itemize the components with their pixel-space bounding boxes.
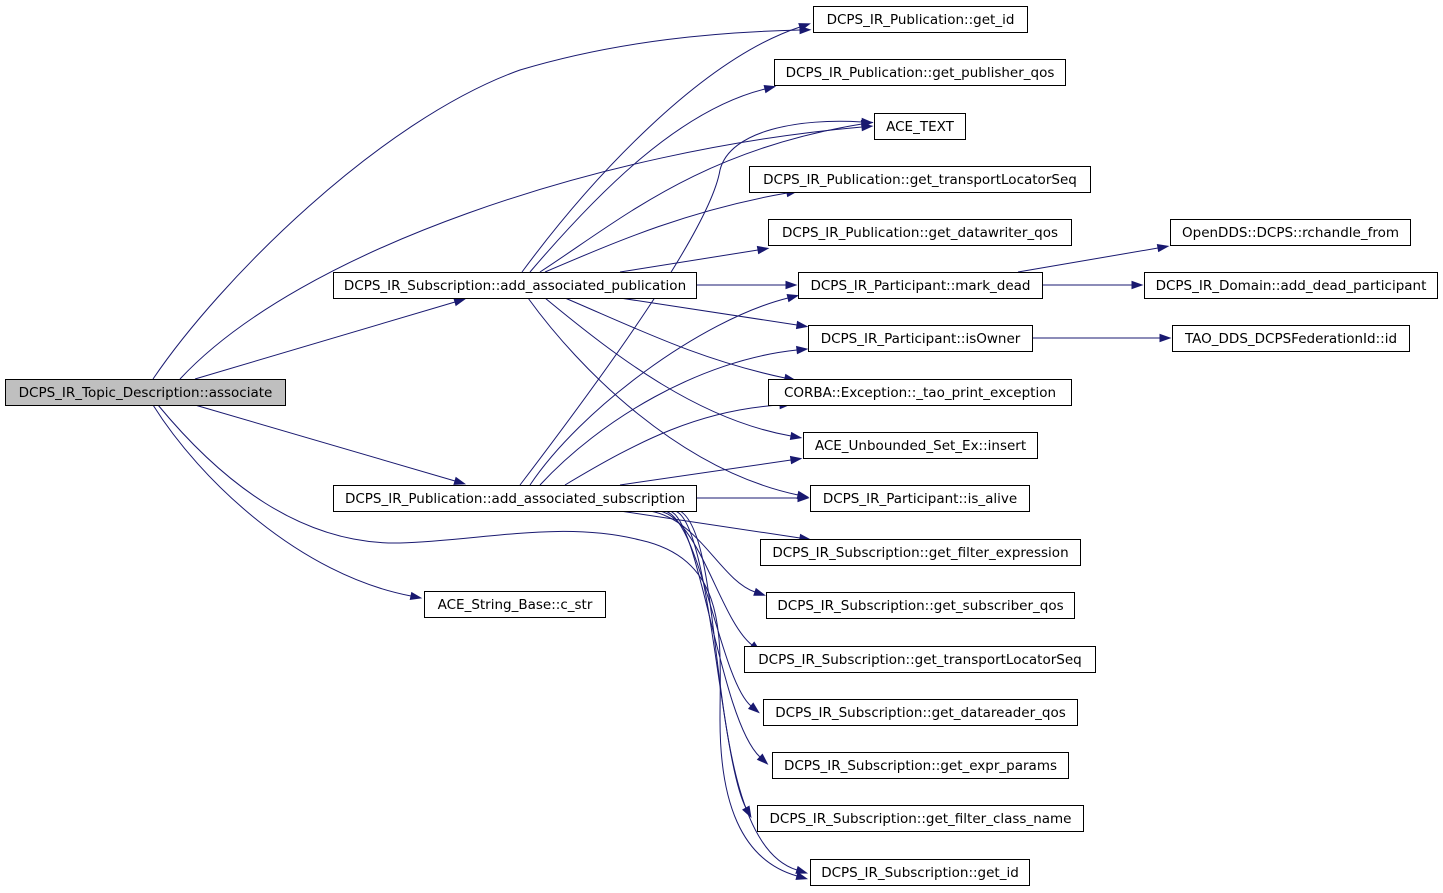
edge-pub_add-to-sub_expr bbox=[669, 510, 769, 765]
node-label: DCPS_IR_Participant::mark_dead bbox=[810, 278, 1030, 294]
edge-sub_add-to-part_owner bbox=[619, 297, 809, 330]
edge-root-to-pub_get_id bbox=[152, 25, 812, 380]
node-rchandle[interactable]: OpenDDS::DCPS::rchandle_from bbox=[1170, 219, 1411, 246]
node-pub_dwqos[interactable]: DCPS_IR_Publication::get_datawriter_qos bbox=[768, 219, 1072, 246]
edge-root-to-ace_text bbox=[179, 122, 874, 380]
node-label: DCPS_IR_Publication::get_datawriter_qos bbox=[782, 225, 1058, 241]
node-pub_add[interactable]: DCPS_IR_Publication::add_associated_subs… bbox=[333, 485, 697, 512]
edge-part_mark-to-dom_add bbox=[1042, 280, 1144, 290]
node-pub_get_id[interactable]: DCPS_IR_Publication::get_id bbox=[813, 6, 1028, 33]
edge-sub_add-to-part_mark bbox=[696, 280, 798, 290]
node-label: ACE_Unbounded_Set_Ex::insert bbox=[815, 438, 1026, 454]
node-label: CORBA::Exception::_tao_print_exception bbox=[784, 385, 1056, 401]
node-label: DCPS_IR_Publication::get_transportLocato… bbox=[763, 172, 1077, 188]
node-label: DCPS_IR_Subscription::get_filter_class_n… bbox=[770, 811, 1072, 827]
node-sub_drqos[interactable]: DCPS_IR_Subscription::get_datareader_qos bbox=[763, 699, 1078, 726]
edge-sub_add-to-ace_text bbox=[539, 119, 874, 273]
edge-pub_add-to-sub_subqos bbox=[649, 510, 766, 596]
node-label: DCPS_IR_Subscription::get_filter_express… bbox=[772, 545, 1068, 561]
edge-sub_add-to-pub_dwqos bbox=[619, 245, 770, 273]
call-nodes: DCPS_IR_Topic_Description::associateDCPS… bbox=[5, 6, 1438, 886]
call-edges bbox=[152, 23, 1172, 880]
edge-part_mark-to-rchandle bbox=[1017, 243, 1170, 273]
node-root[interactable]: DCPS_IR_Topic_Description::associate bbox=[5, 379, 286, 406]
edge-root-to-sub_get_id bbox=[157, 404, 809, 880]
node-label: TAO_DDS_DCPSFederationId::id bbox=[1184, 331, 1397, 347]
edge-sub_add-to-pub_pubqos bbox=[529, 85, 777, 273]
edge-pub_add-to-sub_fcn bbox=[674, 510, 752, 819]
edge-sub_add-to-corba_ex bbox=[564, 297, 797, 382]
node-label: DCPS_IR_Participant::isOwner bbox=[821, 331, 1021, 347]
node-sub_filter[interactable]: DCPS_IR_Subscription::get_filter_express… bbox=[760, 539, 1081, 566]
edge-part_owner-to-tao_id bbox=[1032, 333, 1172, 343]
node-part_mark[interactable]: DCPS_IR_Participant::mark_dead bbox=[798, 272, 1043, 299]
node-label: DCPS_IR_Subscription::get_id bbox=[821, 865, 1019, 881]
node-label: DCPS_IR_Publication::get_id bbox=[827, 12, 1015, 28]
node-sub_expr[interactable]: DCPS_IR_Subscription::get_expr_params bbox=[772, 752, 1069, 779]
node-sub_subqos[interactable]: DCPS_IR_Subscription::get_subscriber_qos bbox=[766, 592, 1075, 619]
edge-pub_add-to-sub_drqos bbox=[664, 510, 760, 714]
node-ace_cstr[interactable]: ACE_String_Base::c_str bbox=[424, 591, 606, 618]
edge-root-to-ace_cstr bbox=[152, 404, 423, 600]
node-sub_fcn[interactable]: DCPS_IR_Subscription::get_filter_class_n… bbox=[757, 805, 1084, 832]
node-label: DCPS_IR_Domain::add_dead_participant bbox=[1156, 278, 1427, 294]
edge-pub_add-to-part_owner bbox=[539, 345, 809, 486]
node-label: DCPS_IR_Subscription::get_transportLocat… bbox=[758, 652, 1081, 668]
node-sub_tls[interactable]: DCPS_IR_Subscription::get_transportLocat… bbox=[744, 646, 1096, 673]
node-label: DCPS_IR_Subscription::add_associated_pub… bbox=[344, 278, 686, 294]
node-label: OpenDDS::DCPS::rchandle_from bbox=[1182, 225, 1399, 241]
node-label: DCPS_IR_Subscription::get_datareader_qos bbox=[775, 705, 1066, 721]
node-label: DCPS_IR_Subscription::get_subscriber_qos bbox=[777, 598, 1063, 614]
edge-root-to-sub_add bbox=[194, 298, 467, 380]
node-part_owner[interactable]: DCPS_IR_Participant::isOwner bbox=[808, 325, 1033, 352]
node-ace_text[interactable]: ACE_TEXT bbox=[874, 113, 966, 140]
edge-pub_add-to-part_alive bbox=[696, 493, 810, 503]
edge-root-to-pub_add bbox=[194, 404, 467, 485]
node-label: DCPS_IR_Publication::get_publisher_qos bbox=[786, 65, 1055, 81]
edge-pub_add-to-sub_tls bbox=[659, 510, 762, 653]
edge-pub_add-to-ace_text bbox=[519, 117, 874, 486]
node-ace_insert[interactable]: ACE_Unbounded_Set_Ex::insert bbox=[803, 432, 1038, 459]
node-pub_pubqos[interactable]: DCPS_IR_Publication::get_publisher_qos bbox=[774, 59, 1066, 86]
node-tao_id[interactable]: TAO_DDS_DCPSFederationId::id bbox=[1172, 325, 1410, 352]
edge-sub_add-to-pub_get_id bbox=[521, 23, 811, 273]
node-label: DCPS_IR_Participant::is_alive bbox=[823, 491, 1017, 507]
node-label: DCPS_IR_Topic_Description::associate bbox=[19, 385, 273, 401]
edge-sub_add-to-pub_tls bbox=[544, 188, 799, 273]
node-label: DCPS_IR_Subscription::get_expr_params bbox=[784, 758, 1057, 774]
edge-sub_add-to-ace_insert bbox=[544, 297, 803, 441]
node-label: DCPS_IR_Publication::add_associated_subs… bbox=[345, 491, 685, 507]
edge-pub_add-to-part_mark bbox=[529, 294, 800, 486]
node-pub_tls[interactable]: DCPS_IR_Publication::get_transportLocato… bbox=[749, 166, 1091, 193]
edge-pub_add-to-sub_get_id bbox=[679, 510, 809, 874]
node-dom_add[interactable]: DCPS_IR_Domain::add_dead_participant bbox=[1144, 272, 1438, 299]
node-label: ACE_TEXT bbox=[886, 119, 954, 135]
edge-sub_add-to-part_alive bbox=[527, 297, 810, 499]
edge-pub_add-to-ace_insert bbox=[619, 455, 803, 486]
node-part_alive[interactable]: DCPS_IR_Participant::is_alive bbox=[810, 485, 1030, 512]
edge-pub_add-to-sub_filter bbox=[619, 510, 812, 543]
node-corba_ex[interactable]: CORBA::Exception::_tao_print_exception bbox=[768, 379, 1072, 406]
node-sub_get_id[interactable]: DCPS_IR_Subscription::get_id bbox=[810, 859, 1030, 886]
node-label: ACE_String_Base::c_str bbox=[438, 597, 593, 613]
node-sub_add[interactable]: DCPS_IR_Subscription::add_associated_pub… bbox=[333, 272, 697, 299]
